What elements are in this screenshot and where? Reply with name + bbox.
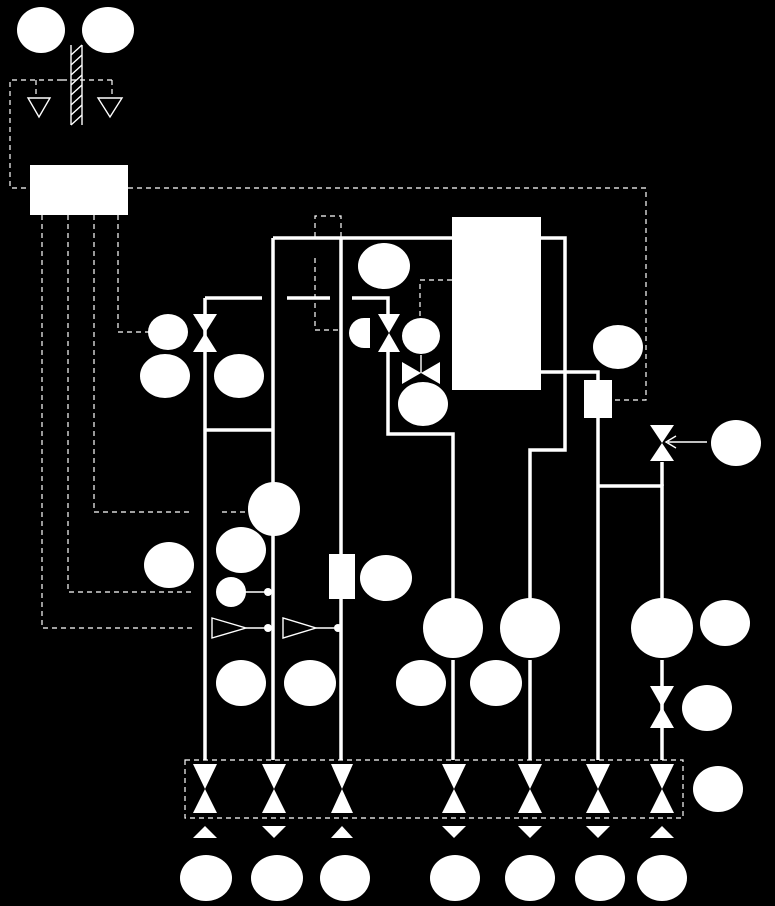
controller-block bbox=[30, 165, 128, 215]
instrument-bubbles bbox=[17, 7, 761, 901]
cone-filter-2 bbox=[282, 617, 319, 639]
filter-block bbox=[584, 380, 612, 418]
valves bbox=[193, 314, 674, 838]
valve-col7-low bbox=[650, 686, 674, 728]
stirrer-shaft bbox=[70, 44, 83, 126]
valve-col1-top bbox=[193, 314, 217, 352]
valve-col7-mid bbox=[650, 425, 674, 461]
flow-arrows bbox=[193, 826, 674, 838]
equipment bbox=[26, 44, 707, 639]
signal-lines bbox=[9, 79, 684, 819]
funnel-right bbox=[96, 97, 124, 119]
flow-device bbox=[329, 554, 355, 599]
funnel-left bbox=[26, 97, 52, 119]
cone-filter-1 bbox=[211, 617, 249, 639]
valve-col3-top bbox=[378, 314, 400, 352]
actuator bbox=[349, 318, 364, 348]
vessel bbox=[452, 217, 541, 390]
manifold-valves bbox=[193, 764, 674, 813]
